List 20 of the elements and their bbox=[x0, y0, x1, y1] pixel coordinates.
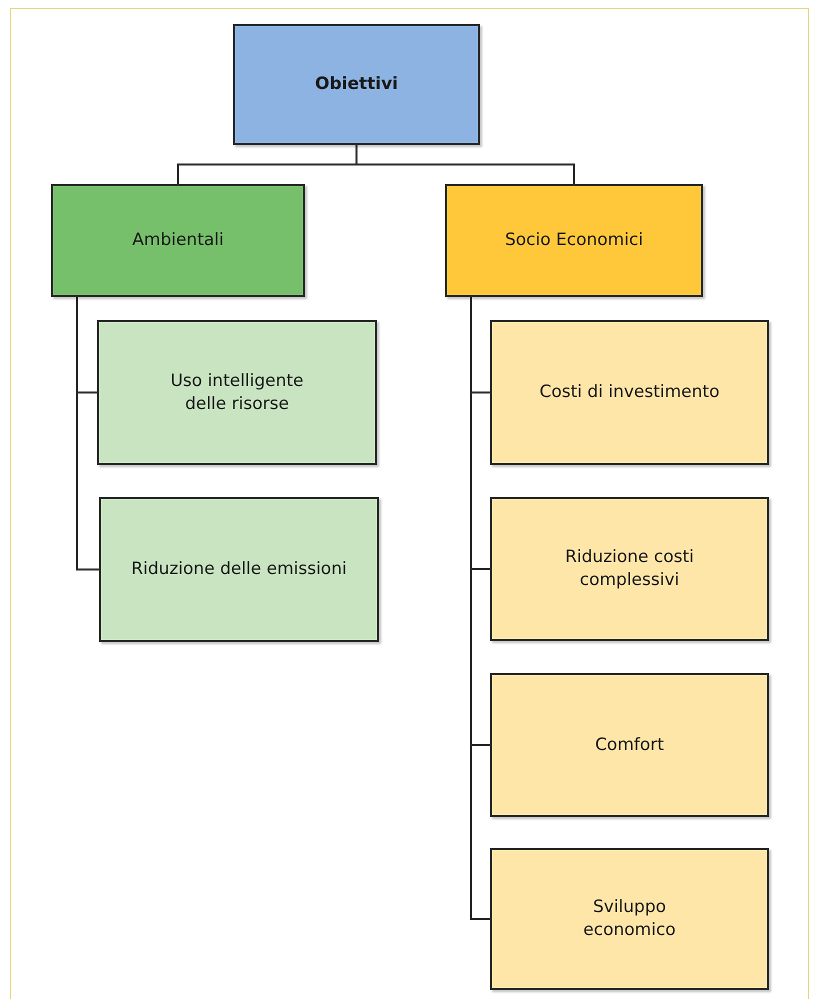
item-box bbox=[99, 497, 379, 642]
root-box bbox=[233, 24, 480, 145]
box-label: Ambientali bbox=[132, 229, 224, 252]
box-label: Costi di investimento bbox=[540, 381, 720, 404]
box-label: Riduzione costi complessivi bbox=[564, 546, 695, 592]
connector-line bbox=[76, 297, 99, 570]
box-label: Sviluppo economico bbox=[582, 896, 677, 942]
box-label: Obiettivi bbox=[315, 73, 398, 96]
box-label: Uso intelligente delle risorse bbox=[169, 370, 305, 416]
category-box bbox=[51, 184, 305, 297]
box-label: Socio Economici bbox=[504, 229, 644, 252]
item-box bbox=[490, 320, 769, 465]
item-box bbox=[490, 497, 769, 641]
item-box bbox=[490, 673, 769, 817]
item-box bbox=[97, 320, 377, 465]
category-box bbox=[445, 184, 703, 297]
box-label: Riduzione delle emissioni bbox=[131, 558, 347, 581]
box-label: Comfort bbox=[595, 734, 664, 756]
connector-line bbox=[356, 145, 575, 184]
item-box bbox=[490, 848, 769, 990]
